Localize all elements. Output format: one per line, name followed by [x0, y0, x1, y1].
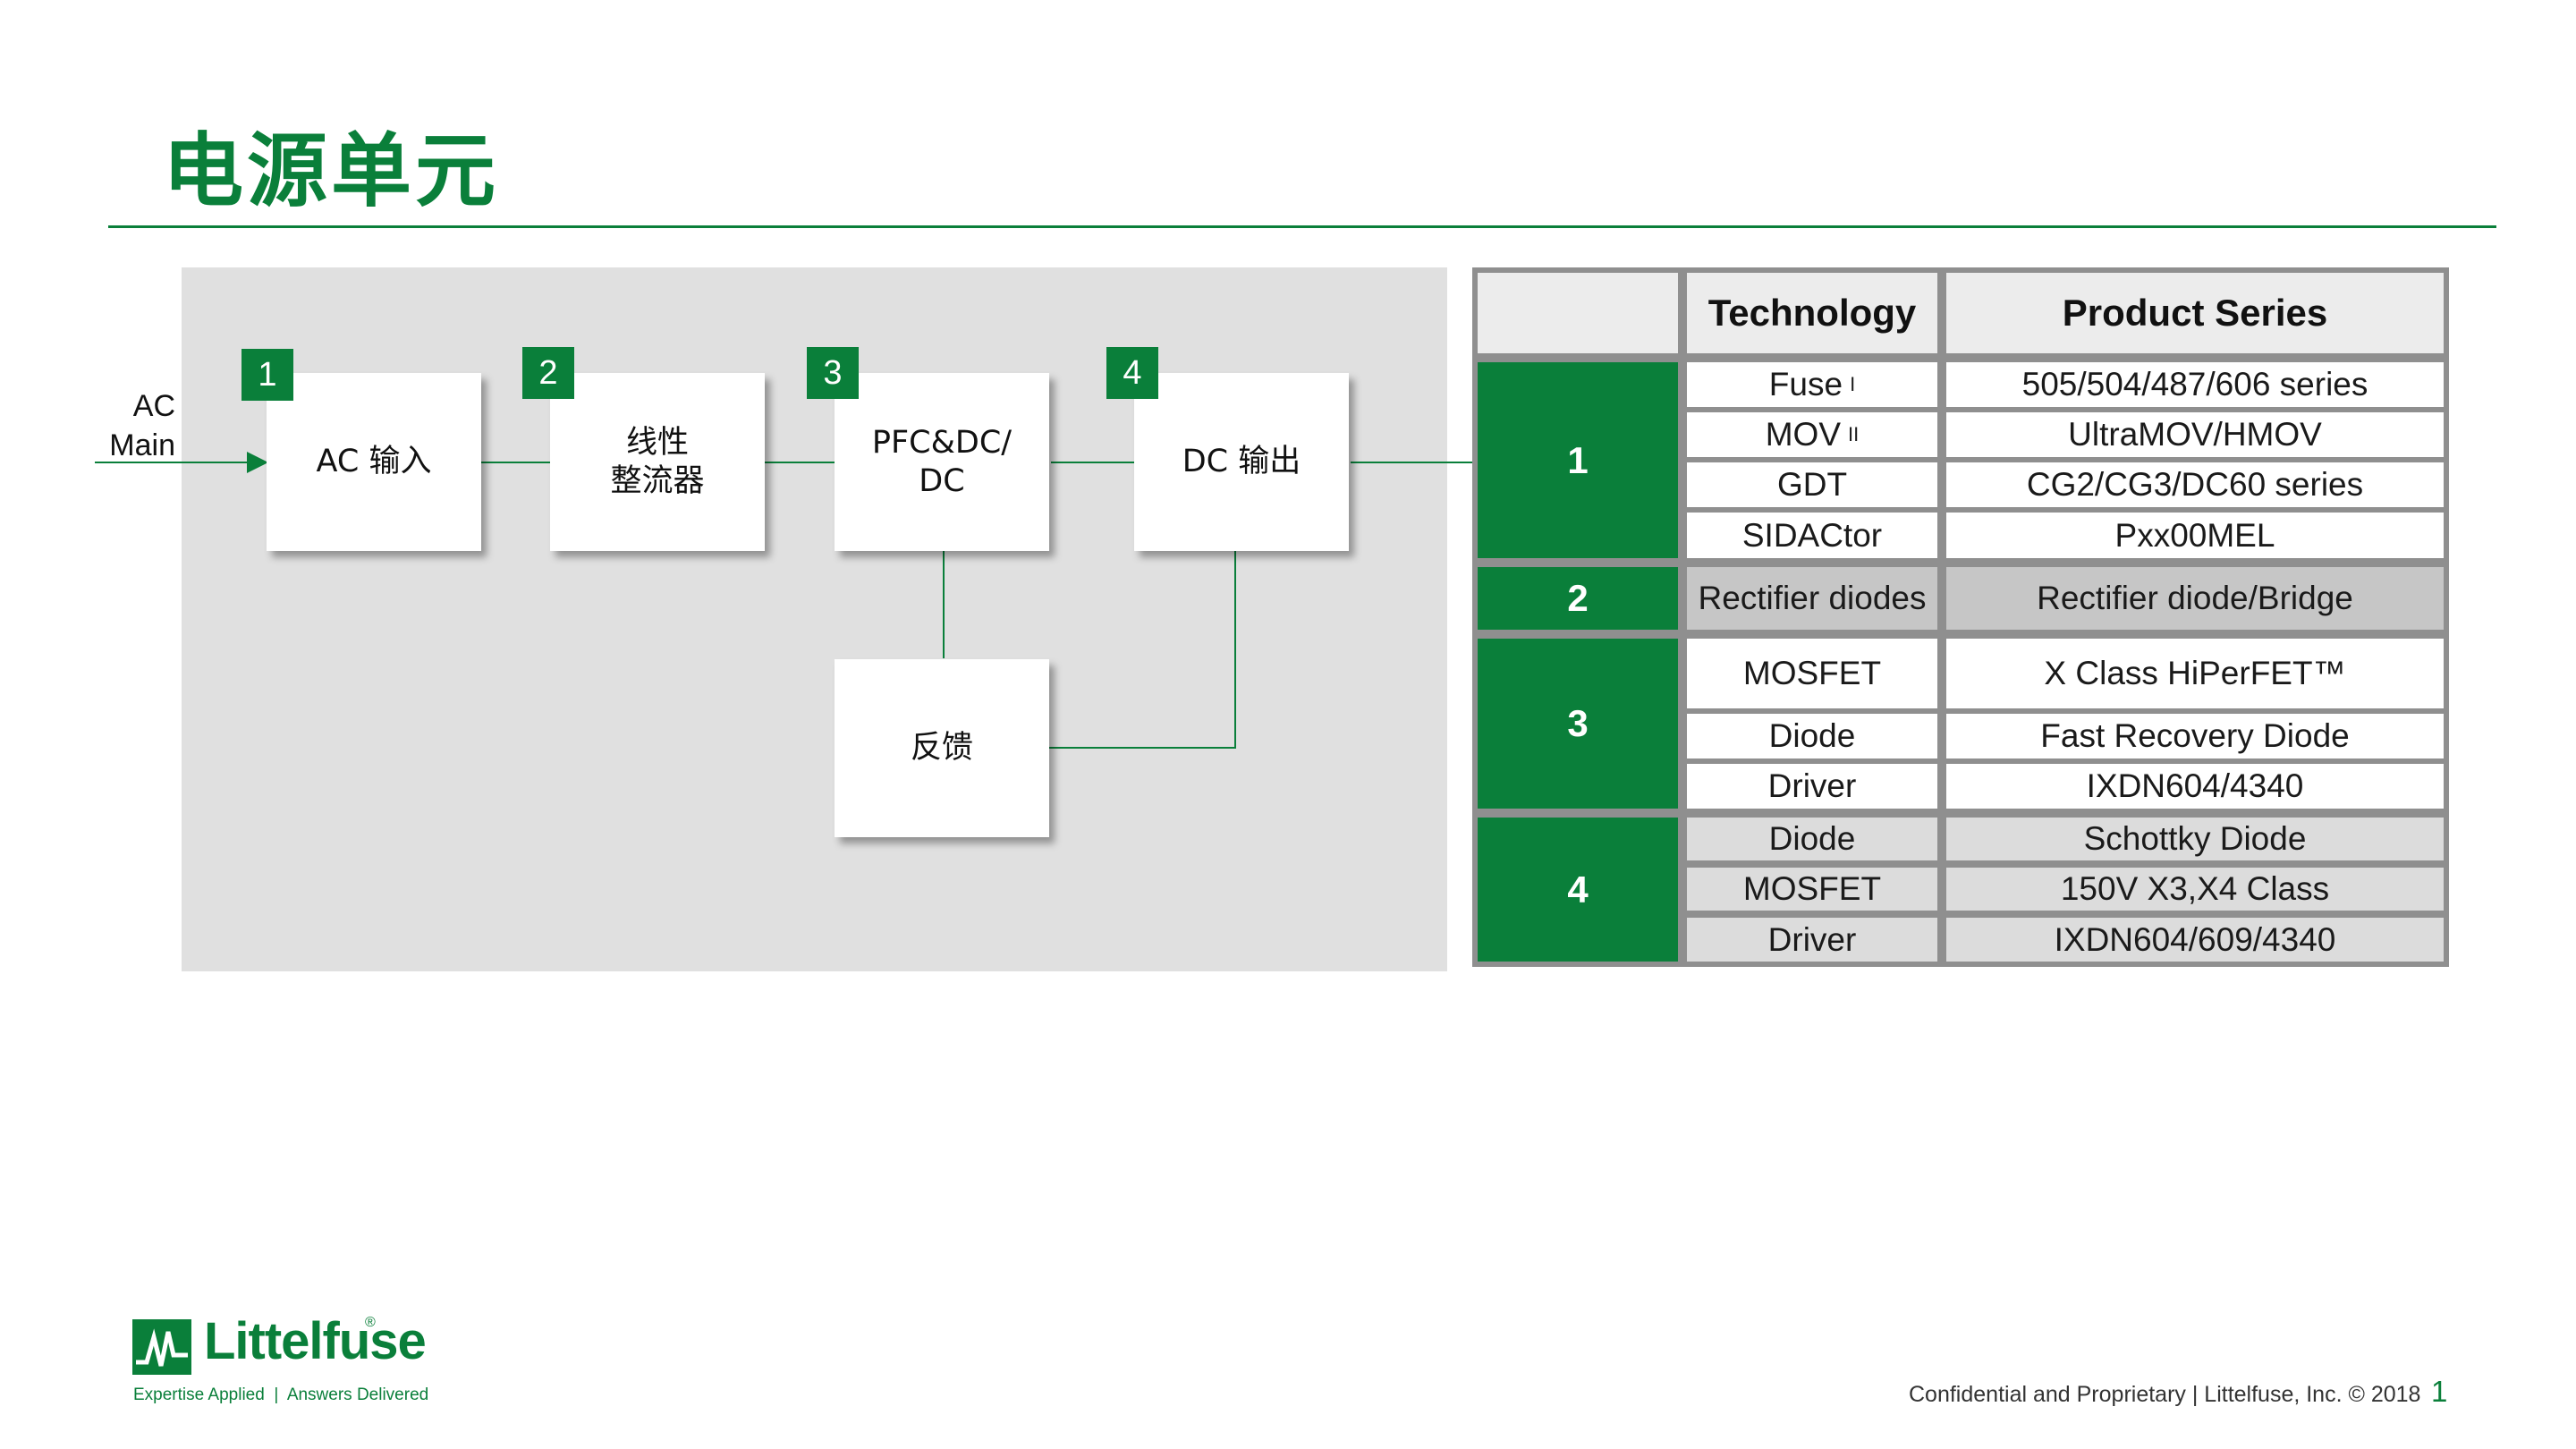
- table-header-technology: Technology: [1687, 273, 1937, 353]
- feedback-line-from-4-horizontal: [1049, 747, 1236, 749]
- table-cell-series: X Class HiPerFET™: [1946, 639, 2444, 708]
- block-badge-3: 3: [807, 347, 859, 399]
- table-cell-series: IXDN604/609/4340: [1946, 918, 2444, 962]
- table-cell-series: IXDN604/4340: [1946, 764, 2444, 809]
- block-badge-4: 4: [1106, 347, 1158, 399]
- littelfuse-wordmark: Littelfuse: [204, 1312, 427, 1370]
- table-cell-series: Rectifier diode/Bridge: [1946, 567, 2444, 630]
- group-number-3: 3: [1478, 639, 1678, 809]
- table-cell-tech: Driver: [1687, 764, 1937, 809]
- page-number: 1: [2431, 1375, 2448, 1408]
- group-number-1: 1: [1478, 362, 1678, 558]
- dc-output-block: DC 输出: [1134, 373, 1349, 551]
- ac-input-block: AC 输入: [267, 373, 481, 551]
- confidential-notice: Confidential and Proprietary | Littelfus…: [1909, 1382, 2421, 1407]
- logo-tagline: Expertise Applied | Answers Delivered: [133, 1385, 429, 1404]
- table-cell-tech: SIDACtor: [1687, 513, 1937, 558]
- input-arrow-icon: [247, 452, 268, 473]
- table-cell-tech: Driver: [1687, 918, 1937, 962]
- output-line: [1351, 462, 1472, 463]
- table-cell-tech: Rectifier diodes: [1687, 567, 1937, 630]
- connector-2-3: [765, 462, 836, 463]
- table-cell-tech: MOSFET: [1687, 639, 1937, 708]
- table-cell-tech: GDT: [1687, 462, 1937, 507]
- registered-mark: ®: [365, 1315, 376, 1330]
- connector-1-2: [481, 462, 551, 463]
- table-cell-series: CG2/CG3/DC60 series: [1946, 462, 2444, 507]
- input-line: [95, 462, 252, 463]
- linear-rectifier-block: 线性 整流器: [550, 373, 765, 551]
- connector-3-4: [1051, 462, 1137, 463]
- table-cell-tech: Diode: [1687, 818, 1937, 860]
- feedback-line-from-4-vertical: [1234, 549, 1236, 749]
- table-cell-tech: Diode: [1687, 714, 1937, 758]
- feedback-block: 反馈: [835, 659, 1049, 837]
- table-cell-series: Pxx00MEL: [1946, 513, 2444, 558]
- table-cell-series: 505/504/487/606 series: [1946, 362, 2444, 407]
- table-cell-series: Schottky Diode: [1946, 818, 2444, 860]
- littelfuse-logo-icon: [132, 1319, 191, 1375]
- block-badge-1: 1: [242, 349, 293, 401]
- table-cell-series: 150V X3,X4 Class: [1946, 868, 2444, 911]
- table-cell-series: UltraMOV/HMOV: [1946, 412, 2444, 457]
- table-header-blank: [1478, 273, 1678, 353]
- group-number-2: 2: [1478, 567, 1678, 630]
- page-title: 电源单元: [163, 124, 499, 218]
- ac-main-label: AC Main: [109, 389, 175, 462]
- table-header-product-series: Product Series: [1946, 273, 2444, 353]
- group-number-4: 4: [1478, 818, 1678, 962]
- title-divider: [108, 225, 2496, 228]
- pfc-dcdc-block: PFC&DC/ DC: [835, 373, 1049, 551]
- block-badge-2: 2: [522, 347, 574, 399]
- table-cell-series: Fast Recovery Diode: [1946, 714, 2444, 758]
- feedback-line-from-3: [943, 549, 945, 658]
- table-cell-tech: MOSFET: [1687, 868, 1937, 911]
